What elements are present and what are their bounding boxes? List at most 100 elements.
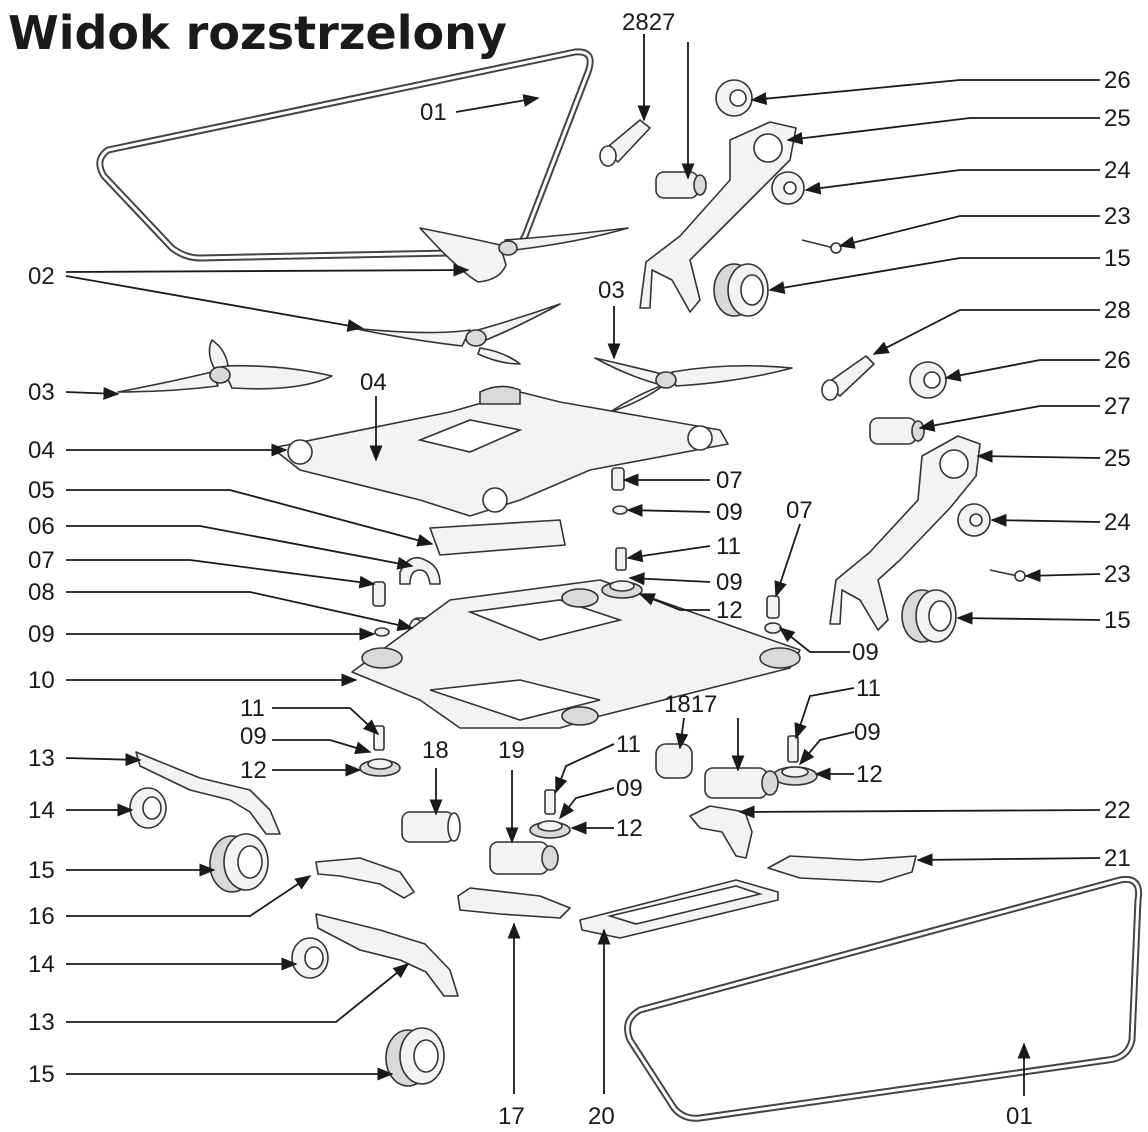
leg-13-bottom <box>315 913 459 997</box>
washer-09-c <box>764 622 782 634</box>
label-25-bottom: 25 <box>1104 445 1131 472</box>
label-2827: 2827 <box>622 9 675 36</box>
label-01-top: 01 <box>420 99 447 126</box>
label-22: 22 <box>1104 797 1131 824</box>
leg-13-top <box>135 751 281 835</box>
gear-14-top <box>129 787 167 829</box>
label-01-bottom: 01 <box>1006 1103 1033 1130</box>
label-12-center-top: 12 <box>716 597 743 624</box>
label-14-top: 14 <box>28 797 55 824</box>
label-15-left-top: 15 <box>28 857 55 884</box>
label-11-stack-center: 11 <box>616 731 641 758</box>
wheel-15-left-bottom <box>385 1027 445 1087</box>
label-09-left: 09 <box>28 621 55 648</box>
label-21: 21 <box>1104 845 1131 872</box>
label-09-center-b: 09 <box>716 569 743 596</box>
pin-07-right <box>766 595 780 619</box>
label-13-bottom: 13 <box>28 1009 55 1036</box>
motor-19 <box>489 841 559 875</box>
gear-14-bottom <box>291 937 329 979</box>
pin-23-bottom <box>989 569 1026 582</box>
label-04-left: 04 <box>28 437 55 464</box>
label-16: 16 <box>28 903 55 930</box>
propeller-02-mid <box>351 303 561 365</box>
label-24-top: 24 <box>1104 157 1131 184</box>
main-chassis-part <box>351 579 801 729</box>
motor-18-right <box>655 743 693 779</box>
label-06: 06 <box>28 513 55 540</box>
label-14-bottom: 14 <box>28 951 55 978</box>
propeller-03-right <box>594 357 793 413</box>
label-18-left: 18 <box>422 737 449 764</box>
gear-26-bottom <box>909 361 947 399</box>
label-04-top: 04 <box>360 369 387 396</box>
label-12-stack-right: 12 <box>856 761 883 788</box>
label-07-left: 07 <box>28 547 55 574</box>
label-12-stack-center: 12 <box>616 815 643 842</box>
propeller-02-top <box>419 227 629 283</box>
gear-stack-right <box>772 735 818 786</box>
plate-05-part <box>429 519 566 556</box>
label-10: 10 <box>28 667 55 694</box>
clip-06-part <box>399 556 441 585</box>
belt-bottom-part <box>624 875 1143 1122</box>
pin-07-left <box>372 581 386 607</box>
label-15-left-bottom: 15 <box>28 1061 55 1088</box>
label-23-bottom: 23 <box>1104 561 1131 588</box>
label-09-stack-center: 09 <box>616 775 643 802</box>
label-09-stack-right: 09 <box>854 719 881 746</box>
motor-18-left <box>401 811 461 843</box>
label-11-stack-left: 11 <box>240 695 265 722</box>
label-02: 02 <box>28 263 55 290</box>
propeller-03-left <box>117 339 333 393</box>
bracket-22-part <box>689 805 753 859</box>
label-20: 20 <box>588 1103 615 1130</box>
label-15-right-top: 15 <box>1104 245 1131 272</box>
label-15-right-bottom: 15 <box>1104 607 1131 634</box>
gear-24-bottom <box>957 503 991 537</box>
label-07-right: 07 <box>786 497 813 524</box>
label-19: 19 <box>498 737 525 764</box>
wheel-15-right-top <box>713 263 769 317</box>
label-03-left: 03 <box>28 379 55 406</box>
label-05: 05 <box>28 477 55 504</box>
gear-24-top <box>771 171 805 205</box>
gear-stack-center-top <box>601 547 643 599</box>
wheel-15-left-top <box>209 833 269 893</box>
motor-17-right <box>704 767 779 799</box>
label-26-top: 26 <box>1104 67 1131 94</box>
label-09-right: 09 <box>852 639 879 666</box>
label-11-stack-right: 11 <box>856 675 881 702</box>
coupler-28-bottom <box>821 355 875 401</box>
label-11-center-top: 11 <box>716 533 741 560</box>
top-frame-part <box>271 385 729 517</box>
washer-09-b <box>374 627 390 637</box>
label-25-top: 25 <box>1104 105 1131 132</box>
part-labels: 2827 01 02 03 03 04 04 05 06 07 07 07 08… <box>28 9 1131 1130</box>
motor-27-bottom <box>869 417 925 445</box>
gear-stack-center <box>529 789 571 839</box>
label-03-right: 03 <box>598 277 625 304</box>
plate-20-part <box>579 879 779 939</box>
leader-lines <box>65 34 1101 1096</box>
label-12-stack-left: 12 <box>240 757 267 784</box>
label-1817: 1817 <box>664 691 717 718</box>
gear-26-top <box>715 79 753 117</box>
pin-23-top <box>801 239 842 254</box>
washer-09-a <box>612 505 628 515</box>
label-13-top: 13 <box>28 745 55 772</box>
bracket-16-part <box>315 857 415 899</box>
arm-25-top <box>639 121 797 313</box>
label-24-bottom: 24 <box>1104 509 1131 536</box>
belt-top-part <box>96 48 594 262</box>
motor-27-top <box>655 171 707 199</box>
coupler-28-top <box>599 119 651 167</box>
label-17-bottom: 17 <box>498 1103 525 1130</box>
pin-07-center <box>611 467 625 491</box>
label-23-top: 23 <box>1104 203 1131 230</box>
label-07-center: 07 <box>716 467 743 494</box>
label-26-bottom: 26 <box>1104 347 1131 374</box>
bracket-17-part <box>457 887 571 919</box>
arm-25-bottom <box>829 435 981 631</box>
